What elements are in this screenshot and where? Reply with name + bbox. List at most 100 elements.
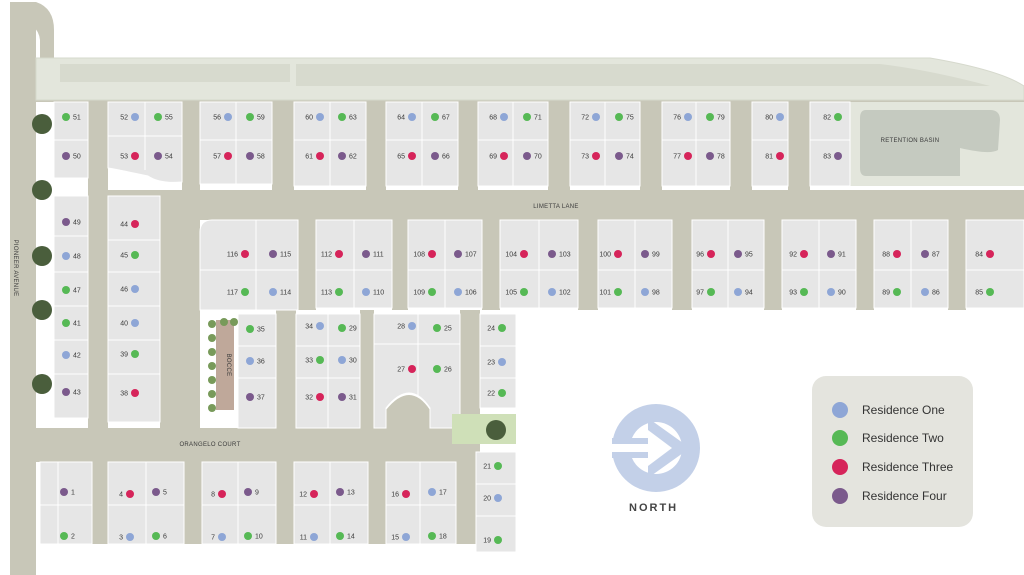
lot-85[interactable]: 85 (975, 288, 994, 297)
lot-63[interactable]: 63 (338, 113, 357, 122)
lot-42[interactable]: 42 (62, 351, 81, 360)
lot-76[interactable]: 76 (673, 113, 692, 122)
lot-92[interactable]: 92 (789, 250, 808, 259)
lot-16[interactable]: 16 (391, 490, 410, 499)
lot-11[interactable]: 11 (300, 533, 318, 542)
lot-23[interactable]: 23 (487, 358, 506, 367)
lot-21[interactable]: 21 (483, 462, 502, 471)
lot-39[interactable]: 39 (120, 350, 139, 359)
lot-3[interactable]: 3 (119, 533, 134, 542)
lot-2[interactable]: 2 (60, 532, 75, 541)
lot-109[interactable]: 109 (413, 288, 436, 297)
lot-114[interactable]: 114 (269, 288, 291, 297)
lot-89[interactable]: 89 (882, 288, 901, 297)
lot-68[interactable]: 68 (489, 113, 508, 122)
lot-73[interactable]: 73 (581, 152, 600, 161)
lot-113[interactable]: 113 (321, 288, 343, 297)
lot-58[interactable]: 58 (246, 152, 265, 161)
lot-99[interactable]: 99 (641, 250, 660, 259)
lot-67[interactable]: 67 (431, 113, 450, 122)
lot-51[interactable]: 51 (62, 113, 81, 122)
lot-61[interactable]: 61 (305, 152, 324, 161)
lot-22[interactable]: 22 (487, 389, 506, 398)
lot-40[interactable]: 40 (120, 319, 139, 328)
lot-100[interactable]: 100 (599, 250, 622, 259)
lot-110[interactable]: 110 (362, 288, 384, 297)
lot-105[interactable]: 105 (505, 288, 528, 297)
lot-20[interactable]: 20 (483, 494, 502, 503)
lot-117[interactable]: 117 (227, 288, 249, 297)
lot-10[interactable]: 10 (244, 532, 263, 541)
lot-75[interactable]: 75 (615, 113, 634, 122)
lot-83[interactable]: 83 (823, 152, 842, 161)
lot-115[interactable]: 115 (269, 250, 291, 259)
lot-80[interactable]: 80 (765, 113, 784, 122)
lot-82[interactable]: 82 (823, 113, 842, 122)
lot-36[interactable]: 36 (246, 357, 265, 366)
lot-48[interactable]: 48 (62, 252, 81, 261)
lot-93[interactable]: 93 (789, 288, 808, 297)
lot-31[interactable]: 31 (338, 393, 357, 402)
lot-29[interactable]: 29 (338, 324, 357, 333)
lot-71[interactable]: 71 (523, 113, 542, 122)
lot-81[interactable]: 81 (765, 152, 784, 161)
lot-65[interactable]: 65 (397, 152, 416, 161)
lot-95[interactable]: 95 (734, 250, 753, 259)
lot-79[interactable]: 79 (706, 113, 725, 122)
lot-5[interactable]: 5 (152, 488, 167, 497)
lot-101[interactable]: 101 (599, 288, 622, 297)
lot-112[interactable]: 112 (321, 250, 343, 259)
lot-55[interactable]: 55 (154, 113, 173, 122)
lot-43[interactable]: 43 (62, 388, 81, 397)
lot-24[interactable]: 24 (487, 324, 506, 333)
lot-107[interactable]: 107 (454, 250, 477, 259)
lot-41[interactable]: 41 (62, 319, 81, 328)
lot-26[interactable]: 26 (433, 365, 452, 374)
lot-18[interactable]: 18 (428, 532, 447, 541)
lot-8[interactable]: 8 (211, 490, 226, 499)
lot-88[interactable]: 88 (882, 250, 901, 259)
lot-49[interactable]: 49 (62, 218, 81, 227)
lot-32[interactable]: 32 (305, 393, 324, 402)
lot-53[interactable]: 53 (120, 152, 139, 161)
lot-15[interactable]: 15 (391, 533, 410, 542)
lot-9[interactable]: 9 (244, 488, 259, 497)
lot-60[interactable]: 60 (305, 113, 324, 122)
lot-69[interactable]: 69 (489, 152, 508, 161)
lot-84[interactable]: 84 (975, 250, 994, 259)
lot-54[interactable]: 54 (154, 152, 173, 161)
lot-98[interactable]: 98 (641, 288, 660, 297)
lot-70[interactable]: 70 (523, 152, 542, 161)
lot-34[interactable]: 34 (305, 322, 324, 331)
lot-91[interactable]: 91 (827, 250, 846, 259)
lot-59[interactable]: 59 (246, 113, 265, 122)
lot-33[interactable]: 33 (305, 356, 324, 365)
lot-72[interactable]: 72 (581, 113, 600, 122)
lot-14[interactable]: 14 (336, 532, 355, 541)
lot-38[interactable]: 38 (120, 389, 139, 398)
lot-78[interactable]: 78 (706, 152, 725, 161)
lot-108[interactable]: 108 (413, 250, 436, 259)
lot-1[interactable]: 1 (60, 488, 75, 497)
lot-52[interactable]: 52 (120, 113, 139, 122)
lot-74[interactable]: 74 (615, 152, 634, 161)
lot-86[interactable]: 86 (921, 288, 940, 297)
lot-64[interactable]: 64 (397, 113, 416, 122)
lot-106[interactable]: 106 (454, 288, 477, 297)
lot-111[interactable]: 111 (362, 250, 384, 259)
lot-44[interactable]: 44 (120, 220, 139, 229)
lot-97[interactable]: 97 (696, 288, 715, 297)
lot-116[interactable]: 116 (227, 250, 249, 259)
lot-77[interactable]: 77 (673, 152, 692, 161)
lot-50[interactable]: 50 (62, 152, 81, 161)
lot-103[interactable]: 103 (548, 250, 571, 259)
lot-90[interactable]: 90 (827, 288, 846, 297)
lot-19[interactable]: 19 (483, 536, 502, 545)
lot-30[interactable]: 30 (338, 356, 357, 365)
lot-46[interactable]: 46 (120, 285, 139, 294)
lot-66[interactable]: 66 (431, 152, 450, 161)
lot-57[interactable]: 57 (213, 152, 232, 161)
lot-17[interactable]: 17 (428, 488, 447, 497)
lot-28[interactable]: 28 (397, 322, 416, 331)
lot-104[interactable]: 104 (505, 250, 528, 259)
